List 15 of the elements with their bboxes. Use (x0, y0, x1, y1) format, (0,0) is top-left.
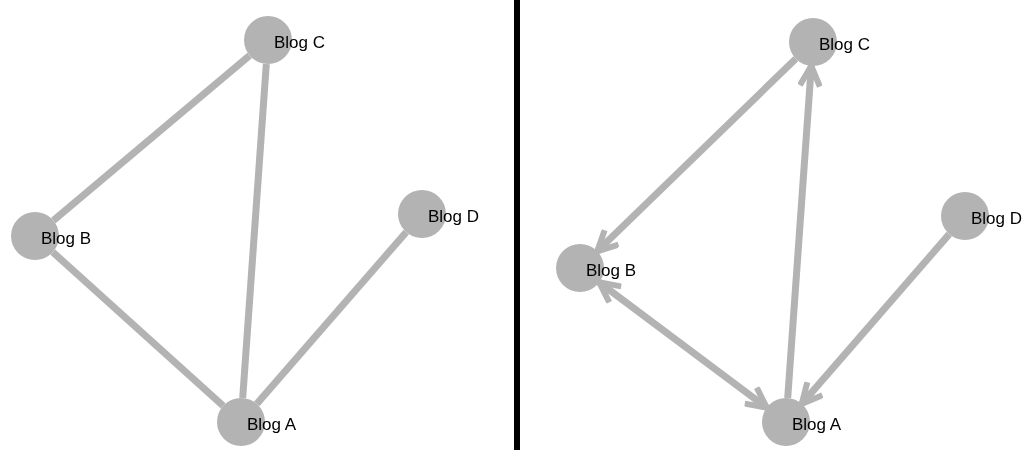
node-label: Blog A (247, 414, 297, 436)
arrow (594, 56, 799, 255)
connector-line (51, 52, 252, 224)
node-label: Blog A (792, 414, 842, 436)
node-label: Blog D (971, 208, 1023, 230)
node-label: Blog C (819, 34, 871, 56)
connector-line (239, 63, 270, 399)
node-label: Blog D (428, 206, 480, 228)
connector-line (50, 249, 226, 409)
node-label: Blog C (274, 32, 326, 54)
node-label: Blog B (41, 228, 92, 250)
connector-line (254, 229, 409, 407)
node-label: Blog B (586, 260, 637, 282)
arrow (596, 279, 770, 411)
arrow (798, 231, 952, 407)
